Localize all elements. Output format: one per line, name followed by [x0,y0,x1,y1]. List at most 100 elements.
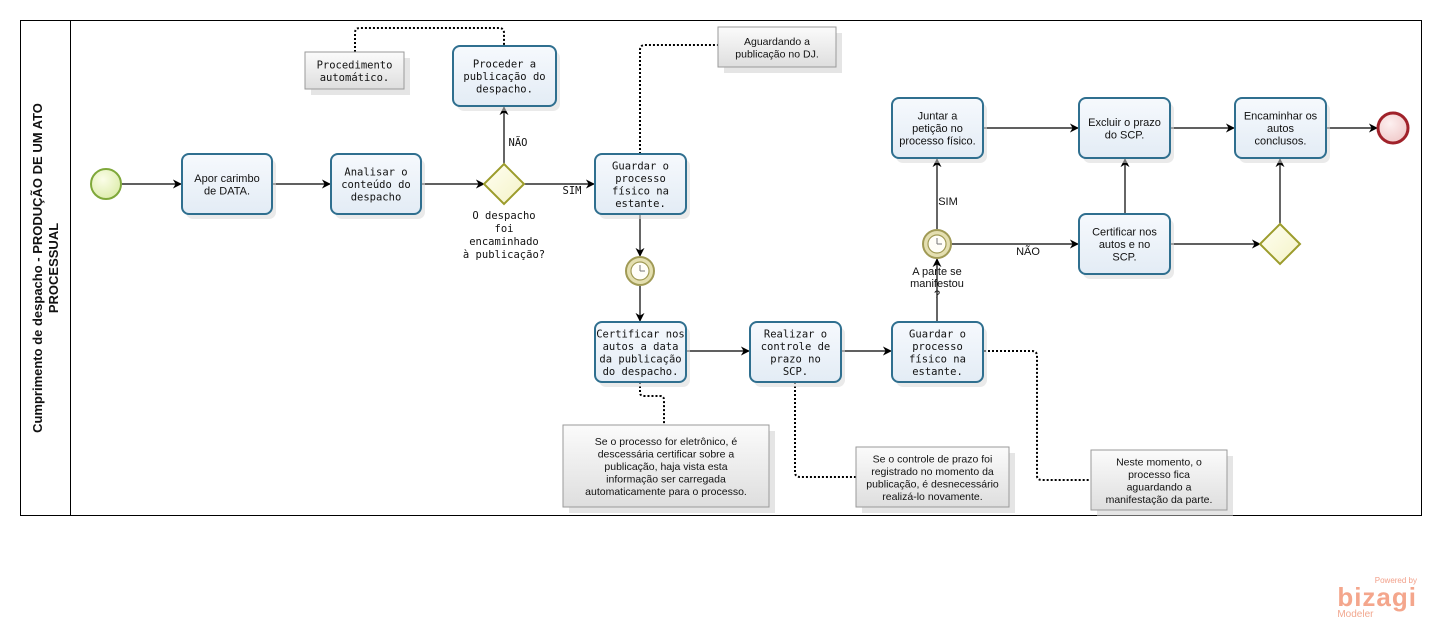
task-label-line: Realizar o [764,328,827,340]
task-label-line: prazo no [770,353,821,365]
task-label-line: da publicação [599,353,681,365]
annotation-processo-eletronico: Se o processo for eletrônico, édescessár… [562,424,775,513]
task-label-line: do SCP. [1105,129,1145,141]
task-label-line: de DATA. [204,185,250,197]
event-label-line: A parte se [912,266,962,278]
annotation-line: publicação, haja vista esta [604,461,727,473]
annotation-line: Aguardando a [744,36,810,48]
task-label-line: Juntar a [918,111,959,123]
task-label-line: despacho [351,192,402,204]
association-eletronico [639,382,665,425]
task-label-line: Certificar nos [1092,227,1157,239]
gateway-despacho-encaminhado[interactable]: O despacho foi encaminhado à publicação? [463,162,545,261]
task-label-line: Excluir o prazo [1088,117,1161,129]
start-event[interactable] [90,168,122,200]
annotation-line: Procedimento [317,59,393,71]
annotation-line: processo fica [1128,469,1190,481]
gateway-label-line: à publicação? [463,249,545,261]
annotation-line: descessária certificar sobre a [598,449,735,461]
annotation-line: automaticamente para o processo. [585,486,747,498]
bizagi-watermark: Powered by bizagi Modeler [1337,576,1417,620]
task-label-line: publicação do [463,71,545,83]
task-label-line: Encaminhar os [1244,111,1318,123]
task-label-line: Analisar o [344,167,407,179]
gateway-label-line: encaminhado [469,236,539,248]
flow-label-sim-1: SIM [563,185,582,197]
association-aguardando [639,44,718,154]
pool-title-line2: PROCESSUAL [46,223,61,313]
task-label-line: processo físico. [899,136,975,148]
annotation-line: realizá-lo novamente. [882,491,982,503]
task-label-line: processo [615,173,666,185]
task-label-line: despacho. [476,84,533,96]
associations [354,27,1091,481]
annotation-line: registrado no momento da [871,466,994,478]
task-label-line: Apor carimbo [194,173,259,185]
annotation-line: informação ser carregada [606,474,726,486]
task-label-line: autos a data [603,341,679,353]
annotation-line: Neste momento, o [1116,456,1202,468]
task-label-line: autos e no [1099,239,1150,251]
task-label-line: Guardar o [909,328,966,340]
annotation-line: publicação, é desnecessário [866,478,999,490]
sequence-flows [122,106,1378,356]
event-label-line: ? [934,289,940,301]
task-label-line: estante. [615,198,666,210]
task-label-line: Certificar nos [596,328,685,340]
watermark-brand: bizagi [1337,582,1417,612]
timer-event-aguardando[interactable] [625,256,655,286]
task-label-line: controle de [761,341,831,353]
watermark-product: Modeler [1337,609,1374,620]
end-event[interactable] [1376,111,1410,145]
task-label-line: Proceder a [473,59,536,71]
task-label-line: físico na [612,185,669,197]
annotation-line: automático. [320,72,390,84]
event-label-line: manifestou [910,278,964,290]
gateway-label-line: foi [495,223,514,235]
task-label-line: do despacho. [603,366,679,378]
association-procedimento [354,27,505,52]
task-label-line: processo [912,341,963,353]
watermark-powered: Powered by [1374,576,1417,585]
task-label-line: conteúdo do [341,179,411,191]
task-label-line: petição no [912,123,963,135]
task-label-line: conclusos. [1255,136,1307,148]
pool-title-line1: Cumprimento de despacho - PRODUÇÃO DE UM… [30,103,45,433]
association-controle [794,382,856,478]
task-label-line: físico na [909,353,966,365]
annotation-line: Se o processo for eletrônico, é [595,436,738,448]
task-label-line: Guardar o [612,160,669,172]
task-label-line: autos [1267,123,1294,135]
association-neste-momento [984,350,1091,481]
flow-label-sim-2: SIM [938,196,958,208]
gateway-merge[interactable] [1258,222,1302,266]
annotation-line: manifestação da parte. [1106,494,1213,506]
task-label-line: SCP. [1112,252,1136,264]
flow-label-nao-2: NÃO [1016,245,1040,258]
pool-title: Cumprimento de despacho - PRODUÇÃO DE UM… [30,103,61,433]
flow-label-nao-1: NÃO [509,136,528,149]
task-label-line: SCP. [783,366,808,378]
annotation-line: Se o controle de prazo foi [873,453,993,465]
timer-event-parte-manifestou[interactable]: A parte se manifestou ? [910,229,964,301]
gateway-label-line: O despacho [472,210,535,222]
task-label-line: estante. [912,366,963,378]
